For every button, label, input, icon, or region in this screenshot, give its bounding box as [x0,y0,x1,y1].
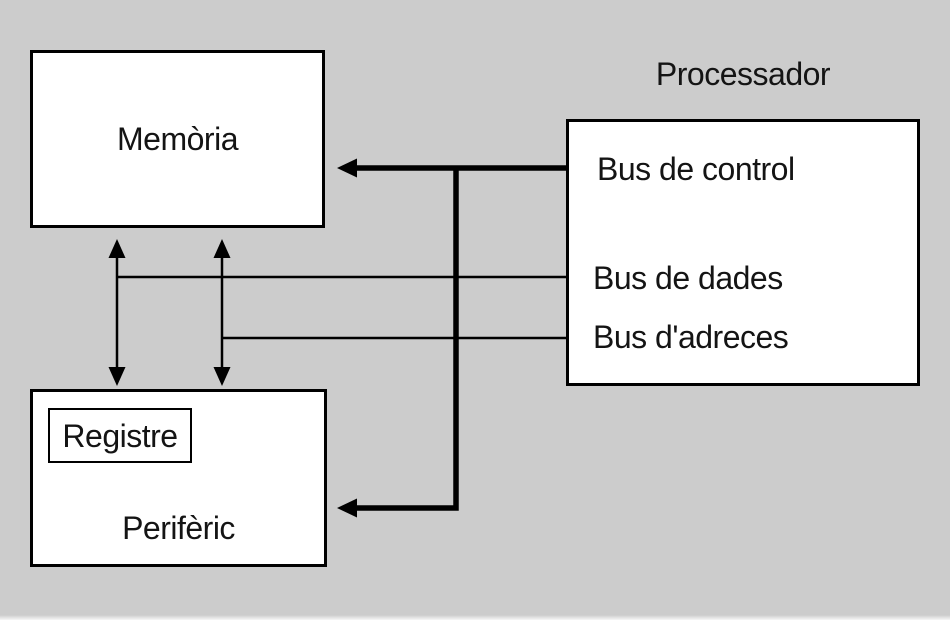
bus-de-dades-label: Bus de dades [593,260,783,296]
processador-label: Processador [655,56,831,92]
memoria-periferic-arrow-left [108,239,126,386]
bus-dadreces-label: Bus d'adreces [593,319,789,355]
window-bottom-edge [0,615,950,620]
registre-box: Registre [48,408,192,463]
memoria-box: Memòria [30,50,325,228]
control-bus-arrowhead-memoria [337,158,357,178]
control-bus-branch-line [352,165,459,511]
periferic-label: Perifèric [122,510,235,546]
memoria-label: Memòria [117,121,238,157]
processador-box: Bus de control Bus de dades Bus d'adrece… [566,119,920,386]
registre-label: Registre [62,417,178,454]
memoria-periferic-arrow-right [213,239,231,386]
bus-de-control-label: Bus de control [597,151,795,187]
control-bus-arrowhead-periferic [337,498,357,518]
